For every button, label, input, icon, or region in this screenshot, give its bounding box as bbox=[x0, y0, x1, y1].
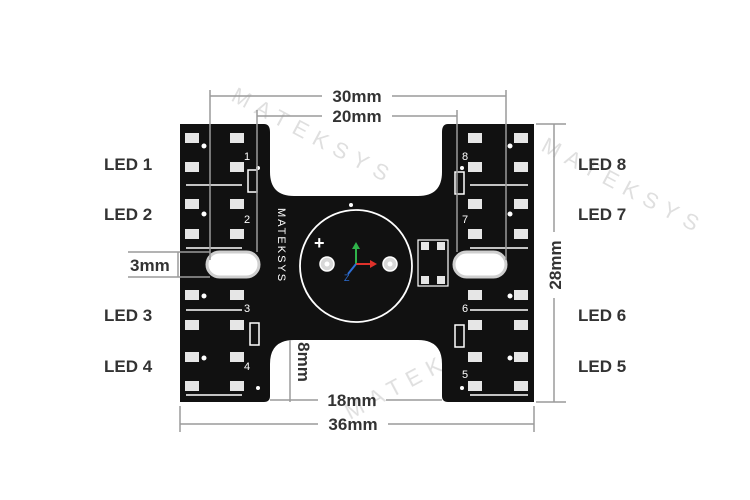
left-led-pads bbox=[185, 133, 260, 391]
left-pad-numbers: 1 2 3 4 bbox=[244, 151, 250, 373]
center-ring bbox=[299, 209, 413, 323]
led-labels-right: LED 8 LED 7 LED 6 LED 5 bbox=[578, 155, 626, 376]
right-pad-numbers: 8 7 6 5 bbox=[462, 151, 468, 381]
pad-number-5: 5 bbox=[462, 369, 468, 381]
led-labels-left: LED 1 LED 2 LED 3 LED 4 bbox=[104, 155, 153, 376]
dimension-lines bbox=[128, 90, 566, 432]
pad-number-7: 7 bbox=[462, 214, 468, 226]
led-label-8: LED 8 bbox=[578, 155, 626, 174]
pad-number-8: 8 bbox=[462, 151, 468, 163]
plus-marker: + bbox=[314, 233, 325, 253]
pad-number-3: 3 bbox=[244, 303, 250, 315]
pad-number-1: 1 bbox=[244, 151, 250, 163]
svg-text:Z: Z bbox=[344, 273, 350, 283]
led-label-1: LED 1 bbox=[104, 155, 152, 174]
dim-slot: 3mm bbox=[130, 256, 170, 275]
left-silk-lines bbox=[186, 184, 242, 396]
dim-top-outer: 30mm bbox=[332, 87, 381, 106]
dim-bottom-outer: 36mm bbox=[328, 415, 377, 434]
pad-number-6: 6 bbox=[462, 303, 468, 315]
pad-number-4: 4 bbox=[244, 361, 250, 373]
dim-cutout-depth: 8mm bbox=[294, 342, 313, 382]
brand-silkscreen: MATEKSYS bbox=[275, 208, 287, 283]
led-label-5: LED 5 bbox=[578, 357, 626, 376]
center-component bbox=[417, 239, 449, 287]
right-mounting-slot bbox=[452, 250, 508, 279]
dim-height: 28mm bbox=[546, 240, 565, 289]
pad-number-2: 2 bbox=[244, 214, 250, 226]
led-label-3: LED 3 bbox=[104, 306, 152, 325]
left-mounting-slot bbox=[205, 250, 261, 279]
led-label-4: LED 4 bbox=[104, 357, 153, 376]
led-label-6: LED 6 bbox=[578, 306, 626, 325]
axis-indicator-icon: Z bbox=[344, 242, 377, 283]
right-led-pads bbox=[454, 133, 528, 391]
dim-bottom-inner: 18mm bbox=[327, 391, 376, 410]
led-label-2: LED 2 bbox=[104, 205, 152, 224]
dim-top-inner: 20mm bbox=[332, 107, 381, 126]
right-silk-lines bbox=[470, 184, 528, 396]
led-label-7: LED 7 bbox=[578, 205, 626, 224]
